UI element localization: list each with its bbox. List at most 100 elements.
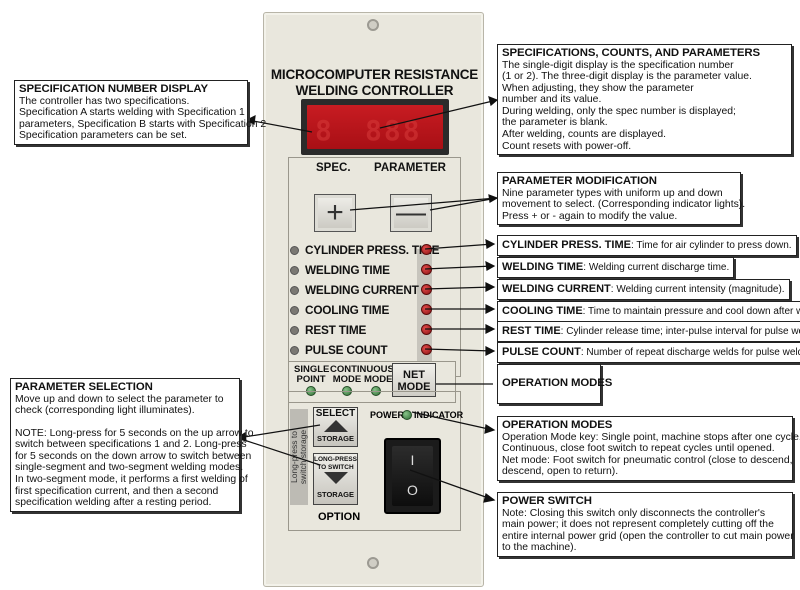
def-term: COOLING TIME: [502, 305, 583, 317]
callout-line: the parameter is blank.: [502, 117, 608, 129]
mode-net-label: MODE: [364, 374, 393, 385]
rocker-off-icon: O: [407, 482, 418, 498]
select-led: [290, 325, 299, 335]
def-term: CYLINDER PRESS. TIME: [502, 239, 631, 251]
callout-line: Specification A starts welding with Spec…: [19, 107, 245, 119]
leader-welding-current: [424, 286, 494, 290]
mount-hole-top: [367, 19, 379, 31]
param-label: WELDING CURRENT: [305, 283, 419, 297]
panel-title-line1: MICROCOMPUTER RESISTANCE: [270, 67, 479, 82]
def-term: WELDING TIME: [502, 261, 584, 273]
leader-power-switch: [409, 469, 495, 501]
minus-button[interactable]: —: [390, 194, 432, 232]
callout-heading: PARAMETER SELECTION: [15, 381, 153, 393]
leader-spec-counts: [379, 99, 498, 129]
callout-line: NOTE: Long-press for 5 seconds on the up…: [15, 427, 254, 439]
power-label: POWER: [370, 410, 405, 420]
callout-line: Continuous, close foot switch to repeat …: [502, 443, 775, 455]
leader-cylinder: [424, 243, 494, 250]
def-cylinder-press-time: CYLINDER PRESS. TIME: Time for air cylin…: [497, 235, 797, 256]
arrowhead-pulse: [485, 346, 496, 356]
callout-line: Specification parameters can be set.: [19, 130, 188, 142]
callout-line: [15, 417, 235, 428]
def-desc: : Time for air cylinder to press down.: [630, 240, 792, 251]
arrowhead-op-modes: [484, 423, 496, 434]
callout-param-mod: PARAMETER MODIFICATION Nine parameter ty…: [497, 172, 746, 226]
def-welding-current: WELDING CURRENT: Welding current intensi…: [497, 279, 790, 300]
select-storage-button[interactable]: SELECT STORAGE: [313, 407, 358, 447]
callout-line: single-segment and two-segment welding m…: [15, 462, 244, 474]
led-display-screen: 8 888: [307, 105, 443, 149]
callout-line: During welding, only the spec number is …: [502, 105, 736, 117]
callout-param-selection: PARAMETER SELECTION Move up and down to …: [10, 378, 254, 512]
def-cooling-time: COOLING TIME: Time to maintain pressure …: [497, 301, 800, 322]
power-indicator-led: [402, 410, 412, 420]
led-cylinder-press-time: [421, 244, 432, 255]
callout-spec-number: SPECIFICATION NUMBER DISPLAY The control…: [14, 80, 267, 145]
leader-welding-time: [424, 265, 494, 270]
arrowhead-welding-time: [485, 260, 496, 271]
param-label: PULSE COUNT: [305, 343, 388, 357]
option-frame: [288, 391, 461, 531]
callout-line: Move up and down to select the parameter…: [15, 393, 224, 405]
callout-line: to the machine).: [502, 542, 577, 554]
callout-heading: OPERATION MODES: [502, 419, 613, 431]
callout-line: In two-segment mode, it performs a first…: [15, 474, 248, 486]
leader-select-up: [237, 424, 321, 439]
arrowhead-param-mod: [488, 194, 499, 203]
callout-line: Press + or - again to modify the value.: [502, 210, 678, 222]
param-label: REST TIME: [305, 323, 367, 337]
callout-heading: SPECIFICATION NUMBER DISPLAY: [19, 83, 208, 95]
def-desc: : Number of repeat discharge welds for p…: [580, 347, 800, 358]
arrowhead-power-switch: [483, 492, 496, 503]
callout-line: number and its value.: [502, 94, 602, 106]
def-term: REST TIME: [502, 325, 561, 337]
callout-line: Nine parameter types with uniform up and…: [502, 187, 723, 199]
indicator-label: INDICATOR: [414, 410, 464, 420]
param-row-rest-time: REST TIME: [290, 322, 440, 338]
def-desc: : Welding current discharge time.: [583, 262, 730, 273]
callout-line: The single-digit display is the specific…: [502, 59, 734, 71]
callout-line: first specification current, and then a …: [15, 485, 219, 497]
callout-heading: SPECIFICATIONS, COUNTS, AND PARAMETERS: [502, 47, 760, 59]
leader-param-mod-minus: [429, 197, 498, 211]
callout-heading: OPERATION MODES: [502, 377, 613, 389]
leader-param-mod-plus: [349, 197, 498, 211]
callout-line: specification welding after a resting pe…: [15, 497, 212, 509]
def-welding-time: WELDING TIME: Welding current discharge …: [497, 257, 735, 278]
callout-line: main power; it does not represent comple…: [502, 519, 774, 531]
leader-select-down: [237, 437, 321, 466]
def-desc: : Welding current intensity (magnitude).: [610, 284, 785, 295]
param-row-cooling-time: COOLING TIME: [290, 302, 440, 318]
callout-line: When adjusting, they show the parameter: [502, 82, 694, 94]
param-digits: 888: [365, 114, 422, 147]
arrowhead-spec-counts: [488, 96, 499, 107]
param-label: WELDING TIME: [305, 263, 390, 277]
def-term: PULSE COUNT: [502, 346, 581, 358]
param-label: COOLING TIME: [305, 303, 390, 317]
callout-line: descend, open to return).: [502, 466, 619, 478]
plus-button[interactable]: +: [314, 194, 356, 232]
param-row-welding-time: WELDING TIME: [290, 262, 440, 278]
arrowhead-rest: [485, 324, 496, 334]
callout-line: Note: Closing this switch only disconnec…: [502, 507, 766, 519]
param-row-cylinder-press-time: CYLINDER PRESS. TIME: [290, 242, 440, 258]
param-row-pulse-count: PULSE COUNT: [290, 342, 440, 358]
minus-icon: —: [396, 196, 426, 229]
arrowhead-cylinder: [485, 238, 496, 249]
callout-line: Net mode: Foot switch for pneumatic cont…: [502, 454, 793, 466]
callout-line: Operation Mode key: Single point, machin…: [502, 431, 800, 443]
def-desc: : Cylinder release time; inter-pulse int…: [560, 326, 800, 337]
callout-line: parameters, Specification B starts with …: [19, 118, 267, 130]
leader-spec-number: [247, 119, 313, 133]
select-led: [290, 245, 299, 255]
storage-label-2: STORAGE: [317, 490, 354, 499]
callout-line: movement to select. (Corresponding indic…: [502, 199, 746, 211]
arrowhead-cooling: [485, 304, 496, 314]
select-led: [290, 285, 299, 295]
def-desc: : Time to maintain pressure and cool dow…: [582, 306, 800, 317]
rocker-on-icon: I: [410, 452, 415, 468]
